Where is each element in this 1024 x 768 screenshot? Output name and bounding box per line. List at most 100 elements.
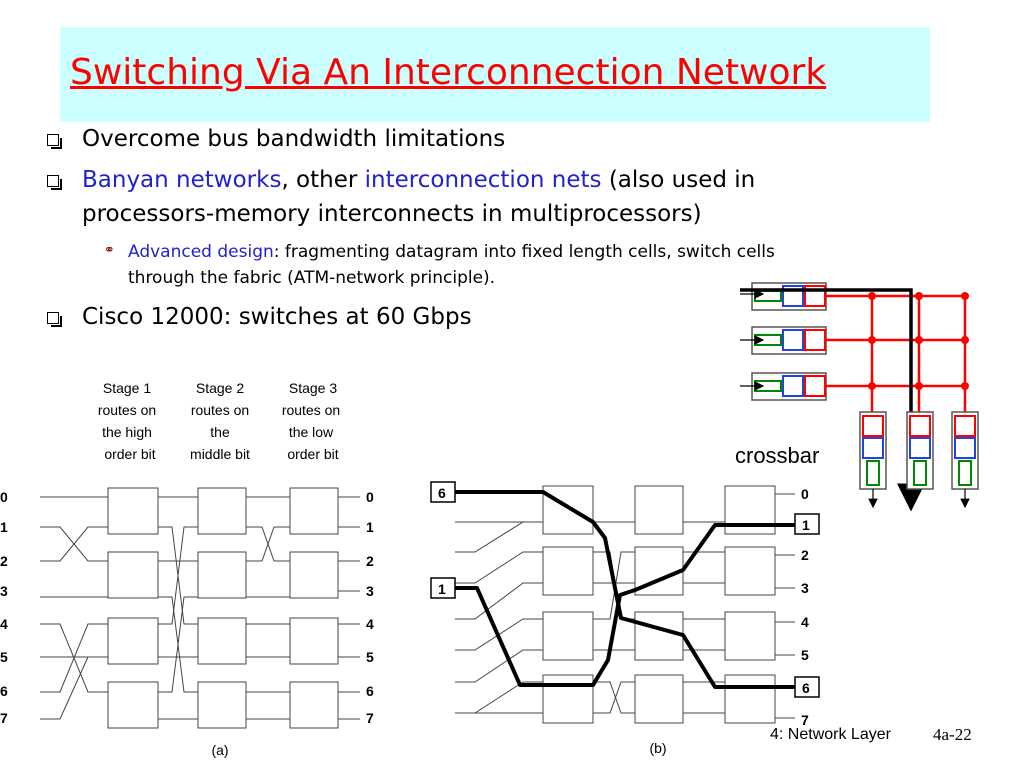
sub-bullet-text-a: : fragmenting datagram into fixed length… (273, 242, 775, 262)
route-path-6 (455, 490, 797, 689)
input-port-label: 0 (0, 489, 8, 505)
switch-box (197, 681, 247, 729)
bullet-icon (47, 312, 62, 327)
switch-box (542, 611, 594, 661)
stage-3-header-line-3: the low (289, 424, 334, 440)
switch-box (724, 611, 776, 661)
switch-box (289, 681, 339, 729)
switch-box (107, 681, 159, 729)
switch-box (107, 487, 159, 535)
input-label-6: 6 (438, 485, 446, 501)
crosspoint (868, 382, 876, 390)
switch-box (197, 617, 247, 665)
switch-box (197, 487, 247, 535)
output-port-label: 6 (802, 680, 810, 696)
bullet-2-text-b: (also used in (601, 167, 756, 193)
output-port-label: 5 (366, 649, 374, 665)
cell-blue (862, 437, 884, 459)
banyan-diagram-b: 6 1 0 1 2 3 4 5 6 7 (b) (430, 481, 820, 756)
bullet-2-text-a: , other (281, 167, 365, 193)
crosspoint (915, 292, 923, 300)
bullet-1-text: Overcome bus bandwidth limitations (82, 126, 506, 152)
cell-green (958, 460, 972, 486)
cell-red (909, 415, 931, 437)
stage-2-header-line-2: routes on (191, 402, 249, 418)
cell-green (913, 460, 927, 486)
cell-blue (782, 329, 804, 351)
stage-3-header-line-2: routes on (282, 402, 340, 418)
input-label-box (430, 577, 456, 599)
switch-box (197, 551, 247, 599)
input-label-1: 1 (438, 581, 446, 597)
stage-1-header-line-2: routes on (98, 402, 156, 418)
output-port-label: 4 (801, 614, 809, 630)
sub-bullet-line-2: through the fabric (ATM-network principl… (128, 268, 496, 288)
stage-2-header-line-4: middle bit (190, 446, 250, 462)
slide-title: Switching Via An Interconnection Network (70, 52, 827, 93)
crosspoint (961, 336, 969, 344)
switch-box (289, 551, 339, 599)
switch-box (634, 611, 684, 661)
output-buffer (859, 411, 887, 490)
switch-box (289, 487, 339, 535)
sub-bullet-line-1: Advanced design: fragmenting datagram in… (128, 240, 775, 265)
output-port-label: 2 (366, 553, 374, 569)
route-path-1 (455, 523, 797, 687)
switch-box (289, 617, 339, 665)
footer-chapter: 4: Network Layer (770, 726, 891, 743)
input-label-box (430, 481, 456, 503)
caption-a: (a) (211, 742, 228, 758)
stage-3-header-line-1: Stage 3 (289, 380, 337, 396)
crossbar-diagram (740, 282, 979, 512)
banyan-networks-link: Banyan networks (82, 167, 282, 193)
output-buffer (906, 411, 934, 490)
switch-box (542, 546, 594, 596)
cell-blue (782, 375, 804, 397)
advanced-design-text: Advanced design (128, 242, 274, 262)
footer-slide-number: 4a-22 (933, 725, 972, 744)
output-port-label: 7 (366, 710, 374, 726)
cell-red (954, 415, 976, 437)
cell-red (804, 329, 826, 351)
switch-box (107, 617, 159, 665)
crosspoint (915, 336, 923, 344)
bullet-2-line-1: Banyan networks, other interconnection n… (82, 164, 755, 196)
switch-box (542, 674, 594, 724)
switch-box (724, 674, 776, 724)
caption-b: (b) (649, 740, 666, 756)
input-port-label: 3 (0, 583, 8, 599)
switch-box (107, 551, 159, 599)
output-port-label: 4 (366, 616, 374, 632)
interconnection-nets-link: interconnection nets (364, 167, 602, 193)
stage-1-header-line-1: Stage 1 (103, 380, 151, 396)
cell-red (804, 285, 826, 307)
input-port-label: 6 (0, 683, 8, 699)
input-port-label: 1 (0, 519, 8, 535)
output-port-label: 5 (801, 647, 809, 663)
cell-blue (909, 437, 931, 459)
output-port-label: 3 (366, 583, 374, 599)
crosspoint (868, 292, 876, 300)
cell-red (804, 375, 826, 397)
crossbar-label: crossbar (735, 443, 820, 468)
output-port-label: 2 (801, 547, 809, 563)
bullet-icon (47, 134, 62, 149)
output-port-label: 1 (366, 519, 374, 535)
bullet-2-line-2: processors-memory interconnects in multi… (82, 201, 702, 227)
stage-1-header-line-4: order bit (104, 446, 155, 462)
output-port-label: 3 (801, 580, 809, 596)
input-port-label: 7 (0, 710, 8, 726)
input-port-label: 2 (0, 553, 8, 569)
bullet-icon (47, 175, 62, 190)
title-banner (60, 27, 930, 122)
stage-2-header-line-3: the (210, 424, 230, 440)
crosspoint (961, 382, 969, 390)
input-port-label: 5 (0, 649, 8, 665)
crosspoint (868, 336, 876, 344)
sub-bullet-icon: ⚭ (104, 243, 115, 258)
switch-box (542, 485, 594, 535)
stage-2-header-line-1: Stage 2 (196, 380, 244, 396)
stage-1-header-line-3: the high (102, 424, 152, 440)
cell-green (866, 460, 880, 486)
cell-blue (954, 437, 976, 459)
